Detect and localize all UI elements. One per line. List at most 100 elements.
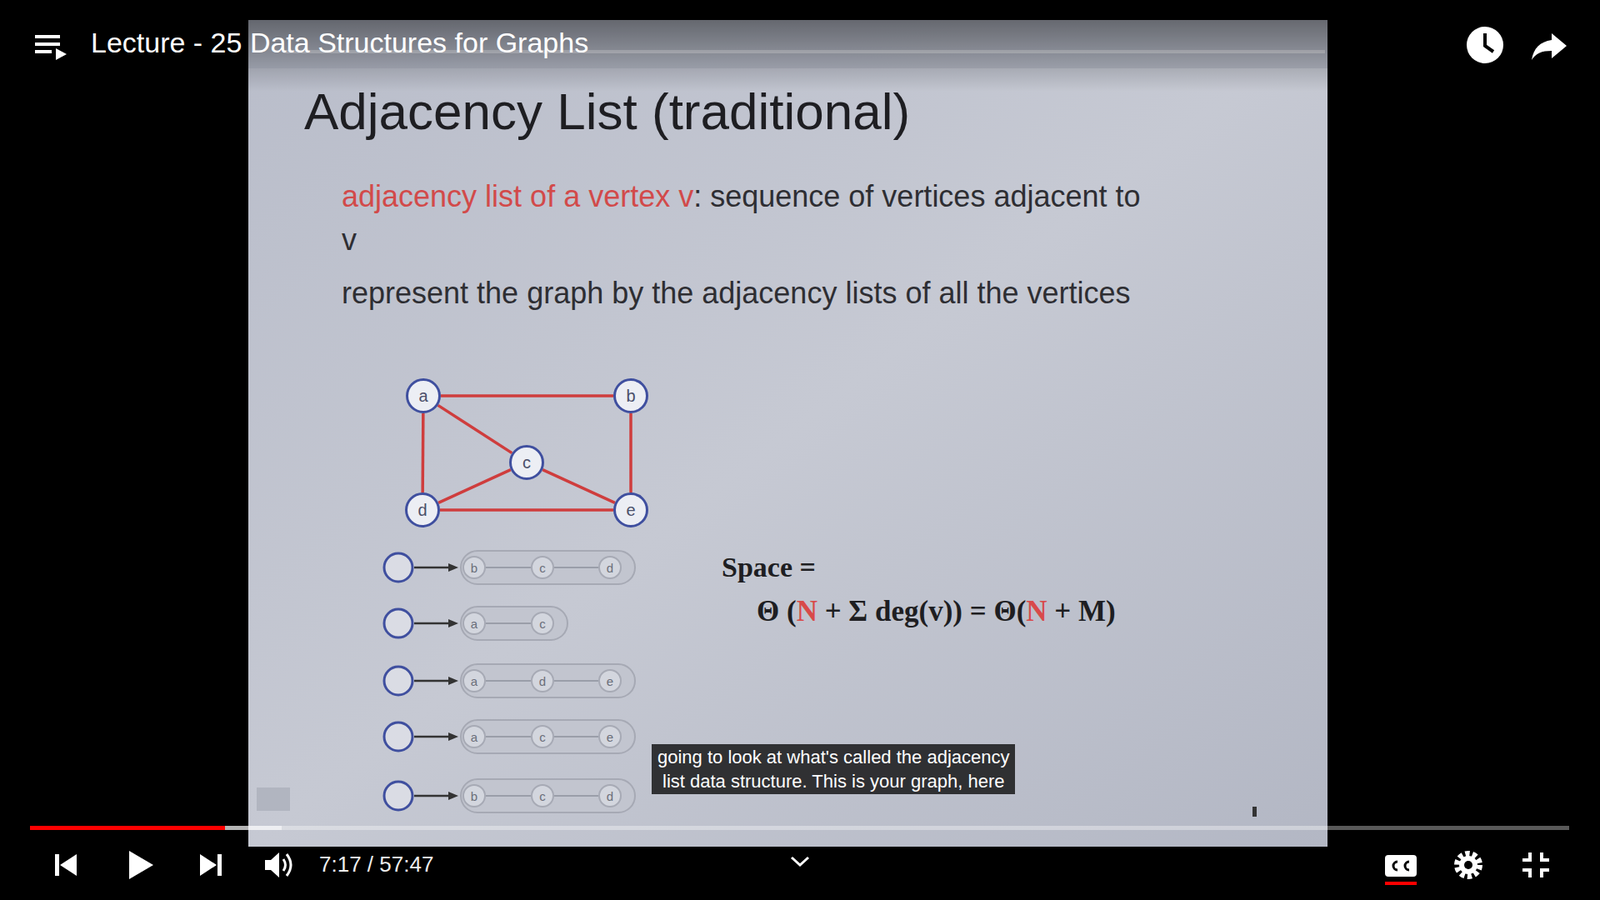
gear-body [1459,855,1478,875]
vertex-label: c [539,616,546,631]
share-icon [1531,33,1567,60]
sound-wave [283,859,286,871]
caption-line: list data structure. This is your graph,… [657,769,1010,794]
pointer-line [414,622,450,625]
gear-hole [1464,860,1473,870]
head-circle [384,722,413,751]
video-title-text: Lecture - 25 Data Structures for Graphs [90,26,589,59]
slide-background [248,20,1328,847]
edge-line [440,394,614,398]
sound-wave [286,854,291,876]
vertex-label: d [539,674,546,689]
icon-triangle [200,854,217,876]
pointer-head [448,619,459,628]
graph-edge [630,413,632,493]
formula-variable: N [796,595,818,628]
icon-triangle [55,48,67,60]
speaker [265,852,280,878]
slide-logo [256,787,290,811]
cc-underline [1385,881,1417,885]
head-circle [384,666,413,695]
graph-edge [422,413,425,493]
corner [1522,852,1530,860]
edge-line [438,470,511,504]
progress-played [30,825,225,830]
vertex-label: b [470,789,478,804]
next-button [200,854,222,876]
list-item-circle: c [530,725,555,749]
volume-button [265,852,291,878]
list-item-circle: a [462,725,486,749]
previous-button [55,854,77,876]
head-circle [384,609,413,638]
list-pill [460,664,635,698]
list-item-circle: a [462,611,486,635]
time-text: 7:17 / 57:47 [319,851,434,877]
cc-icon [1385,855,1417,877]
progress-buffer [30,825,282,830]
graph-edge [438,405,513,453]
icon-bar [35,50,52,54]
list-pill [460,720,635,754]
vertex-label: d [606,789,614,804]
space-label: Space = [721,551,816,583]
list-item-circle: c [530,555,555,580]
slide-mark [1252,806,1257,817]
cc-glyph [1393,861,1410,870]
edge-line [485,735,531,738]
vertex-label: c [522,453,531,473]
list-item-circle: d [598,784,622,808]
list-link [554,795,599,797]
list-item-circle: d [598,555,622,580]
icon-triangle [60,854,77,876]
corner [1522,870,1530,878]
caption-line: going to look at what's called the adjac… [657,745,1010,770]
vertex-label: b [470,560,478,575]
list-item-circle: b [462,784,486,808]
vertex-label: a [470,730,478,745]
settings-button [1457,854,1480,876]
vertex-label: c [539,560,546,575]
pointer-head [448,791,459,800]
title-text: Adjacency List (traditional) [304,82,910,140]
edge-line [542,470,615,504]
list-link [554,736,599,738]
icon-bar [217,854,222,876]
edge-line [485,680,531,682]
cc-button [1385,855,1417,885]
chevron [791,857,809,865]
progress-track [30,825,1570,830]
list-pill [460,550,635,585]
video-title: Lecture - 25 Data Structures for Graphs [90,26,589,60]
graph-edge [542,470,615,504]
formula: Θ (N + Σ deg(v)) = Θ(N + M) [756,595,1116,629]
play-button [129,850,154,880]
edge-line [629,413,633,493]
edge-line [485,622,531,625]
playlist-icon [35,35,67,60]
definition-term: adjacency list of a vertex v [341,179,694,214]
vertex-label: b [625,386,635,406]
list-link [485,736,531,738]
list-link [554,567,599,569]
vertex-label: e [625,500,635,520]
list-link [485,623,531,625]
vertex-circle: b [613,378,649,414]
list-item-circle: c [530,611,555,635]
vertex-label: c [539,789,546,804]
list-link [485,567,531,569]
vertex-circle: e [613,492,649,528]
formula-part: + M) [1047,595,1116,628]
space-label: Space = [721,551,816,584]
icon-hands [1485,33,1494,52]
list-item-circle: c [530,784,555,808]
formula-variable: N [1025,595,1047,628]
list-link [485,795,531,797]
definition-text: adjacency list of a vertex v: sequence o… [341,175,1142,262]
closed-caption: going to look at what's called the adjac… [651,744,1015,795]
head-circle [384,553,413,582]
list-link [554,680,599,682]
formula-part: + Σ deg(v)) = Θ( [817,595,1026,628]
vertex-label: a [418,386,428,406]
